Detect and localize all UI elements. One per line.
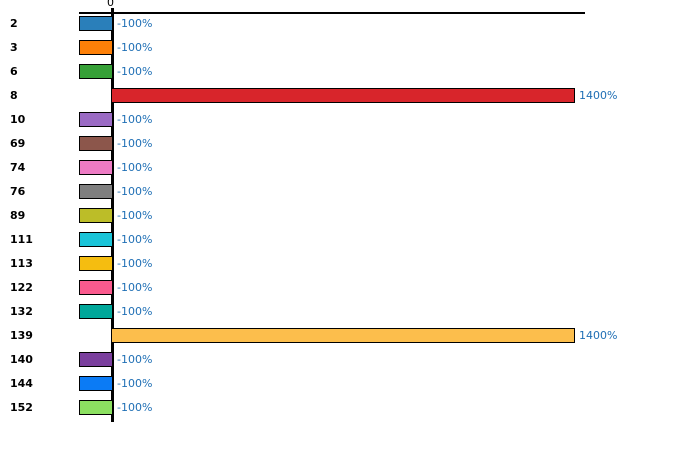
- bar-value-label: -100%: [117, 377, 153, 390]
- bar-value-label: -100%: [117, 401, 153, 414]
- bar-row: 89 -100%: [0, 204, 700, 228]
- bar-row: 2 -100%: [0, 12, 700, 36]
- bar[interactable]: [79, 208, 113, 223]
- bar-row: 6 -100%: [0, 60, 700, 84]
- bar-row: 139 1400%: [0, 324, 700, 348]
- bar[interactable]: [79, 40, 113, 55]
- category-label: 6: [10, 65, 18, 78]
- category-label: 122: [10, 281, 33, 294]
- bar[interactable]: [79, 304, 113, 319]
- bar-row: 8 1400%: [0, 84, 700, 108]
- bar-row: 113 -100%: [0, 252, 700, 276]
- bar-value-label: -100%: [117, 113, 153, 126]
- bar[interactable]: [79, 256, 113, 271]
- bar-row: 69 -100%: [0, 132, 700, 156]
- category-label: 140: [10, 353, 33, 366]
- category-label: 152: [10, 401, 33, 414]
- bar-value-label: -100%: [117, 353, 153, 366]
- bar-row: 140 -100%: [0, 348, 700, 372]
- bar-row: 122 -100%: [0, 276, 700, 300]
- bar[interactable]: [79, 376, 113, 391]
- category-label: 76: [10, 185, 26, 198]
- bar-row: 74 -100%: [0, 156, 700, 180]
- bar[interactable]: [79, 136, 113, 151]
- bar-value-label: -100%: [117, 41, 153, 54]
- bar-value-label: -100%: [117, 281, 153, 294]
- bar-value-label: -100%: [117, 233, 153, 246]
- bar-value-label: -100%: [117, 209, 153, 222]
- axis-top-line: [79, 12, 585, 14]
- bar-value-label: -100%: [117, 17, 153, 30]
- category-label: 111: [10, 233, 33, 246]
- bar-row: 132 -100%: [0, 300, 700, 324]
- bar[interactable]: [79, 184, 113, 199]
- category-label: 3: [10, 41, 18, 54]
- bar-value-label: -100%: [117, 185, 153, 198]
- bar-value-label: -100%: [117, 65, 153, 78]
- category-label: 2: [10, 17, 18, 30]
- bar-value-label: 1400%: [579, 89, 618, 102]
- bar-row: 111 -100%: [0, 228, 700, 252]
- bar[interactable]: [79, 16, 113, 31]
- bar-row: 152 -100%: [0, 396, 700, 420]
- category-label: 144: [10, 377, 33, 390]
- bar-row: 3 -100%: [0, 36, 700, 60]
- bar-row: 76 -100%: [0, 180, 700, 204]
- bar[interactable]: [79, 160, 113, 175]
- bar[interactable]: [79, 280, 113, 295]
- bar[interactable]: [79, 352, 113, 367]
- bar-value-label: 1400%: [579, 329, 618, 342]
- bar[interactable]: [79, 232, 113, 247]
- bar[interactable]: [79, 400, 113, 415]
- bar[interactable]: [79, 64, 113, 79]
- category-label: 74: [10, 161, 26, 174]
- category-label: 10: [10, 113, 26, 126]
- category-label: 113: [10, 257, 33, 270]
- bar[interactable]: [111, 88, 575, 103]
- bar[interactable]: [111, 328, 575, 343]
- category-label: 69: [10, 137, 26, 150]
- bar-row: 144 -100%: [0, 372, 700, 396]
- category-label: 139: [10, 329, 33, 342]
- bar[interactable]: [79, 112, 113, 127]
- category-label: 89: [10, 209, 26, 222]
- axis-zero-tick-label: 0: [107, 0, 114, 9]
- category-label: 132: [10, 305, 33, 318]
- bar-row: 10 -100%: [0, 108, 700, 132]
- bar-value-label: -100%: [117, 305, 153, 318]
- category-label: 8: [10, 89, 18, 102]
- bar-value-label: -100%: [117, 137, 153, 150]
- bar-value-label: -100%: [117, 161, 153, 174]
- bar-value-label: -100%: [117, 257, 153, 270]
